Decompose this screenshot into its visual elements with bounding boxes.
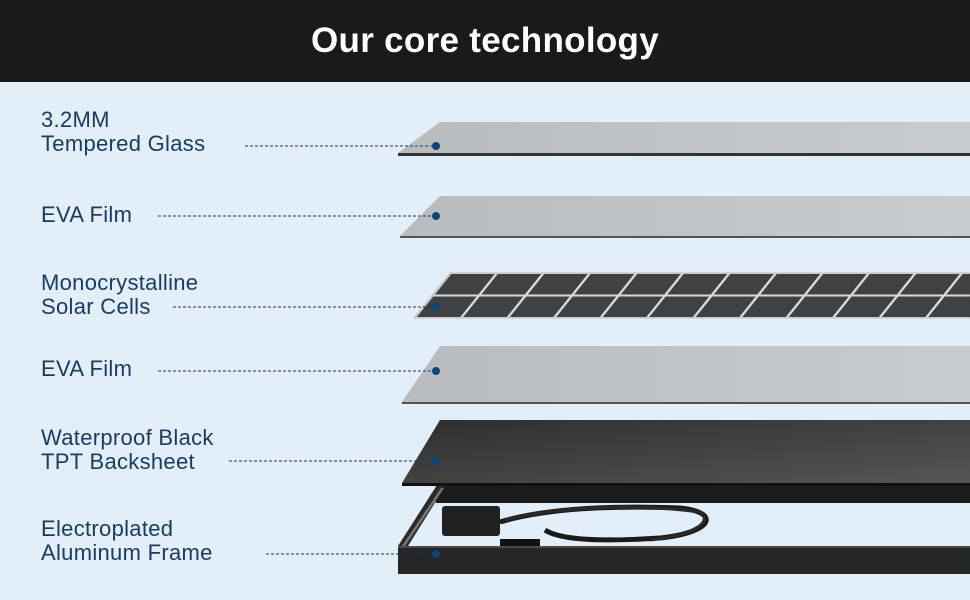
label-line: 3.2MM — [41, 107, 110, 132]
tpt-backsheet-layer — [402, 420, 970, 486]
solar-cell — [556, 296, 617, 317]
label-line: Tempered Glass — [41, 131, 206, 156]
solar-cell — [481, 274, 542, 295]
label-eva-film-bottom: EVA Film — [41, 357, 132, 381]
solar-cell — [434, 274, 495, 295]
solar-cell — [649, 296, 710, 317]
solar-cell — [742, 296, 803, 317]
solar-cell — [788, 296, 849, 317]
junction-box — [442, 504, 709, 547]
solar-cell — [509, 296, 570, 317]
label-line: Monocrystalline — [41, 270, 199, 295]
solar-cell — [602, 296, 663, 317]
solar-cell — [760, 274, 821, 295]
solar-cell — [946, 274, 970, 295]
label-line: TPT Backsheet — [41, 449, 195, 474]
label-eva-film-top: EVA Film — [41, 203, 132, 227]
solar-cell — [835, 296, 896, 317]
solar-cell — [806, 274, 867, 295]
solar-cell — [416, 296, 477, 317]
solar-cells-layer — [412, 272, 970, 319]
label-line: EVA Film — [41, 202, 133, 227]
solar-cell — [574, 274, 635, 295]
label-line: Electroplated — [41, 516, 174, 541]
tempered-glass-layer — [398, 122, 970, 156]
leader-lines — [158, 145, 436, 555]
leader-dots — [432, 142, 440, 558]
solar-cell — [881, 296, 942, 317]
label-line: Aluminum Frame — [41, 540, 213, 565]
eva-film-layer-top — [400, 196, 970, 238]
page-title: Our core technology — [311, 21, 659, 60]
solar-cell — [463, 296, 524, 317]
solar-cell — [667, 274, 728, 295]
solar-cell — [695, 296, 756, 317]
header-banner: Our core technology — [0, 0, 970, 82]
solar-cell — [853, 274, 914, 295]
solar-cell — [899, 274, 960, 295]
solar-cell — [527, 274, 588, 295]
solar-cell — [928, 296, 970, 317]
solar-cell — [620, 274, 681, 295]
eva-film-layer-bottom — [402, 346, 970, 404]
label-line: EVA Film — [41, 356, 133, 381]
solar-cell — [713, 274, 774, 295]
aluminum-frame — [398, 485, 970, 574]
label-line: Waterproof Black — [41, 425, 214, 450]
label-line: Solar Cells — [41, 294, 151, 319]
